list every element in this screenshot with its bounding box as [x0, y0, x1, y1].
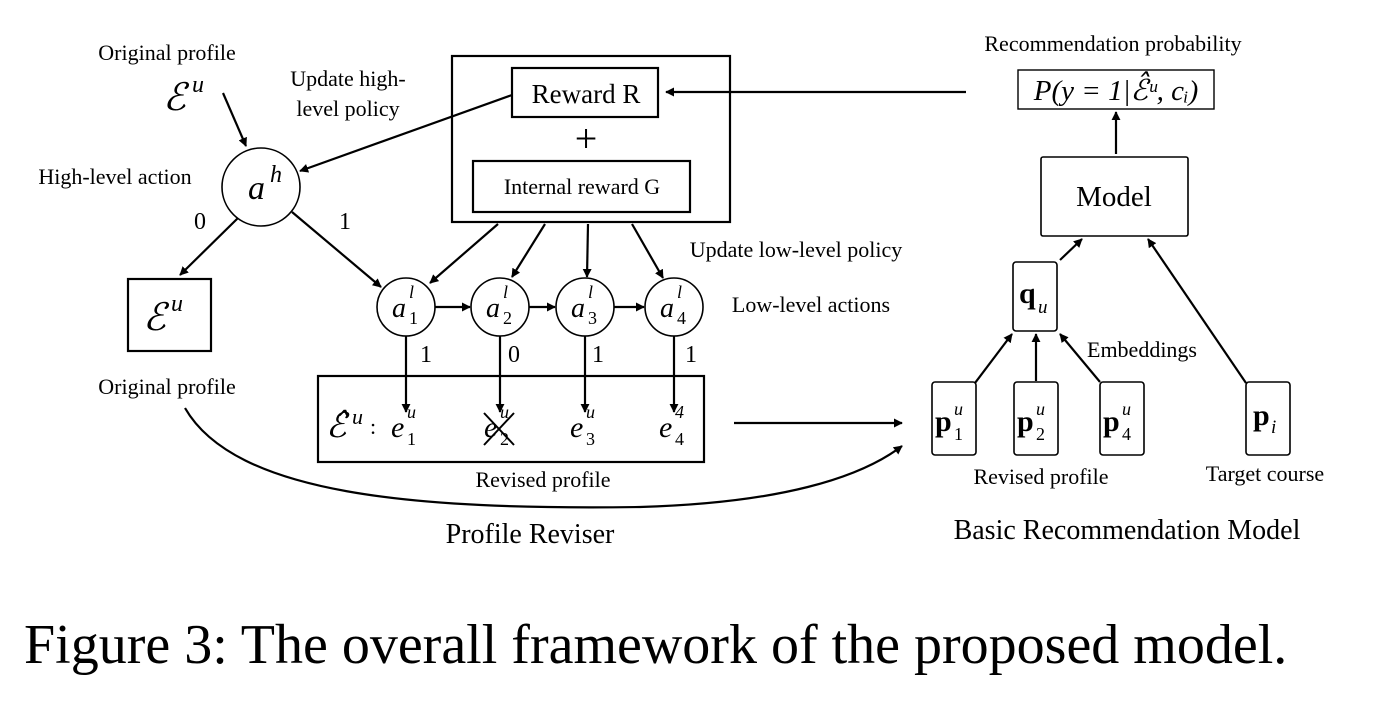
target-course-label: Target course	[1206, 461, 1324, 486]
original-profile-symbol: ℰ u	[163, 72, 204, 119]
profile-embedding-p2-node: p u 2	[1013, 381, 1059, 456]
diagram-edges	[179, 87, 1247, 509]
svg-text:e: e	[659, 411, 672, 444]
svg-text:q: q	[1019, 277, 1036, 310]
svg-text:1: 1	[954, 424, 963, 444]
revised-profile-symbol: ℰ̂ u :	[326, 404, 376, 445]
figure-caption: Figure 3: The overall framework of the p…	[24, 614, 1287, 676]
svg-text:2: 2	[500, 429, 509, 449]
reward-r-box: Reward R	[510, 66, 660, 119]
profile-embedding-p4-node: p u 4	[1099, 381, 1145, 456]
original-profile-top-label: Original profile	[98, 40, 235, 65]
update-high-level-label-2: level policy	[296, 96, 399, 121]
svg-text:2: 2	[503, 308, 512, 328]
revised-item-e2-removed: e u 2	[483, 402, 515, 449]
removed-cross-icon	[483, 412, 515, 446]
branch-1-label: 1	[339, 209, 351, 235]
svg-text:l: l	[677, 282, 682, 302]
revised-profile-box	[316, 374, 706, 464]
svg-text:a: a	[660, 293, 674, 324]
low-level-action-node-4: a l 4	[644, 277, 704, 337]
svg-text:u: u	[407, 402, 416, 422]
recommendation-model-title: Basic Recommendation Model	[954, 515, 1301, 546]
svg-text:a: a	[486, 293, 500, 324]
embeddings-label: Embeddings	[1087, 337, 1197, 362]
svg-text:Model: Model	[1076, 181, 1152, 213]
decision-label-4: 1	[685, 342, 697, 368]
recommendation-probability-label: Recommendation probability	[984, 31, 1241, 56]
decision-label-3: 1	[592, 342, 604, 368]
svg-text:l: l	[503, 282, 508, 302]
internal-reward-g-box: Internal reward G	[471, 159, 692, 214]
revised-item-e3: e u 3	[570, 402, 595, 449]
low-level-action-node-3: a l 3	[555, 277, 615, 337]
svg-text:1: 1	[407, 429, 416, 449]
low-level-action-node-1: a l 1	[376, 277, 436, 337]
high-level-action-node: a h	[221, 147, 301, 227]
revised-item-e4: e 4 4	[659, 402, 684, 449]
plus-sign: +	[575, 116, 598, 161]
update-high-level-label-1: Update high-	[290, 66, 405, 91]
probability-formula-box: P(y = 1|ℰ̂ᵘ, cᵢ)	[1017, 69, 1215, 110]
high-level-action-label: High-level action	[38, 164, 191, 189]
svg-text:u: u	[192, 72, 204, 98]
svg-text:a: a	[248, 170, 265, 207]
svg-text:a: a	[392, 293, 406, 324]
svg-text:2: 2	[1036, 424, 1045, 444]
svg-text:u: u	[954, 399, 963, 419]
svg-text:P(y = 1|ℰ̂ᵘ, cᵢ): P(y = 1|ℰ̂ᵘ, cᵢ)	[1033, 71, 1198, 107]
svg-text:u: u	[1038, 297, 1048, 318]
svg-text::: :	[370, 414, 376, 439]
user-embedding-q-node: q u	[1012, 261, 1058, 332]
kept-original-profile-box: ℰ u	[126, 277, 213, 353]
profile-reviser-title: Profile Reviser	[446, 519, 615, 550]
rec-revised-profile-label: Revised profile	[973, 464, 1108, 489]
target-course-embedding-node: p i	[1245, 381, 1291, 456]
svg-text:3: 3	[588, 308, 597, 328]
svg-text:p: p	[1103, 405, 1120, 438]
svg-text:u: u	[586, 402, 595, 422]
svg-text:1: 1	[409, 308, 418, 328]
low-level-actions-label: Low-level actions	[732, 292, 890, 317]
svg-text:a: a	[571, 293, 585, 324]
svg-text:4: 4	[677, 308, 686, 328]
svg-text:l: l	[409, 282, 414, 302]
svg-text:u: u	[171, 291, 183, 317]
svg-text:ℰ: ℰ	[163, 77, 190, 119]
original-profile-bottom-label: Original profile	[98, 374, 235, 399]
update-low-level-label: Update low-level policy	[690, 237, 903, 262]
svg-text:4: 4	[1122, 424, 1131, 444]
svg-text:ℰ̂: ℰ̂	[326, 408, 350, 445]
profile-embedding-p1-node: p u 1	[931, 381, 977, 456]
branch-0-label: 0	[194, 209, 206, 235]
svg-text:Reward R: Reward R	[532, 79, 641, 109]
svg-text:e: e	[391, 411, 404, 444]
svg-text:l: l	[588, 282, 593, 302]
svg-text:u: u	[352, 404, 363, 429]
svg-text:u: u	[500, 402, 509, 422]
reward-container	[450, 54, 732, 224]
svg-text:h: h	[270, 162, 282, 188]
svg-text:4: 4	[675, 429, 684, 449]
svg-text:Internal reward G: Internal reward G	[504, 174, 660, 199]
svg-text:p: p	[935, 405, 952, 438]
revised-item-e1: e u 1	[391, 402, 416, 449]
svg-text:e: e	[570, 411, 583, 444]
model-box: Model	[1040, 156, 1189, 237]
low-level-action-node-2: a l 2	[470, 277, 530, 337]
svg-text:3: 3	[586, 429, 595, 449]
svg-text:ℰ: ℰ	[143, 297, 170, 339]
svg-text:i: i	[1271, 417, 1276, 438]
svg-text:u: u	[1122, 399, 1131, 419]
svg-text:p: p	[1017, 405, 1034, 438]
revised-profile-label: Revised profile	[475, 467, 610, 492]
decision-label-2: 0	[508, 342, 520, 368]
svg-text:4: 4	[675, 402, 684, 422]
svg-text:u: u	[1036, 399, 1045, 419]
svg-text:p: p	[1253, 399, 1270, 432]
decision-label-1: 1	[420, 342, 432, 368]
